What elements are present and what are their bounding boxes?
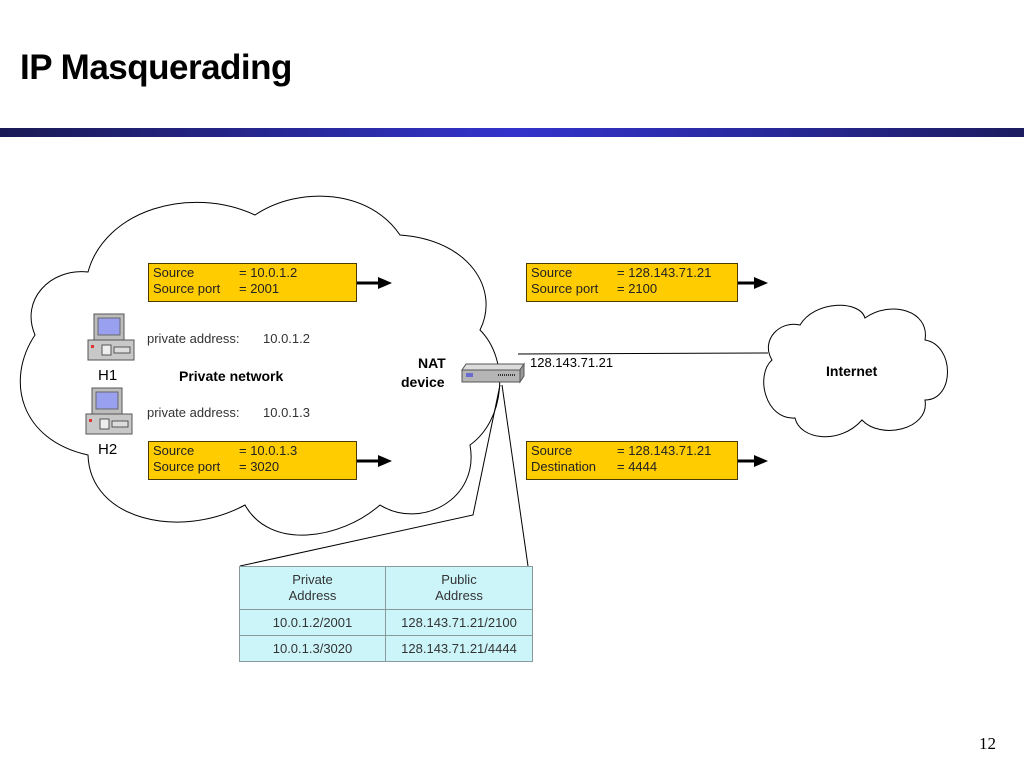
header-text: Private [292, 572, 333, 587]
packet-field-key: Source [531, 443, 573, 458]
table-header-public: Public Address [385, 566, 533, 610]
packet-h1-translated: Source = 128.143.71.21 Source port = 2100 [526, 263, 738, 302]
public-link-line [517, 352, 769, 355]
packet-field-value: = 4444 [617, 459, 658, 474]
h1-address-value: 10.0.1.2 [263, 331, 310, 346]
packet-field-value: = 10.0.1.3 [239, 443, 298, 458]
nat-table-callout-right [501, 384, 529, 567]
table-cell: 128.143.71.21/4444 [385, 635, 533, 662]
header-text: Address [435, 588, 483, 603]
internet-cloud [763, 304, 948, 438]
packet-field-value: = 3020 [239, 459, 280, 474]
desktop-computer-icon [87, 313, 135, 361]
h2-address-label: private address: [147, 405, 240, 420]
table-cell: 128.143.71.21/2100 [385, 609, 533, 636]
private-network-label: Private network [179, 368, 284, 384]
packet-field-key: Source [153, 265, 195, 280]
arrow-right-icon [357, 455, 392, 467]
desktop-computer-icon [85, 387, 133, 435]
table-header-row: Private Address Public Address [239, 566, 533, 610]
arrow-right-icon [738, 455, 768, 467]
slide-title: IP Masquerading [20, 48, 292, 87]
internet-label: Internet [826, 363, 878, 379]
packet-h2-translated: Source = 128.143.71.21 Destination = 4444 [526, 441, 738, 480]
page-number: 12 [979, 734, 996, 753]
network-router-icon [461, 362, 525, 384]
table-header-private: Private Address [239, 566, 386, 610]
table-cell: 10.0.1.3/3020 [239, 635, 386, 662]
h1-name: H1 [98, 367, 118, 384]
packet-field-key: Source [531, 265, 573, 280]
h2-address-value: 10.0.1.3 [263, 405, 310, 420]
title-divider [0, 128, 1024, 137]
packet-field-value: = 128.143.71.21 [617, 443, 712, 458]
header-text: Address [288, 588, 337, 603]
packet-field-value: = 128.143.71.21 [617, 265, 712, 280]
nat-label-line1: NAT [418, 355, 446, 371]
h2-name: H2 [98, 441, 118, 458]
packet-h2-outgoing: Source = 10.0.1.3 Source port = 3020 [148, 441, 357, 480]
table-cell: 10.0.1.2/2001 [239, 609, 386, 636]
header-text: Public [441, 572, 477, 587]
packet-field-key: Destination [531, 459, 597, 474]
arrow-right-icon [357, 277, 392, 289]
packet-field-key: Source port [153, 459, 221, 474]
h1-address-label: private address: [147, 331, 240, 346]
packet-field-value: = 2001 [239, 281, 280, 296]
table-row: 10.0.1.2/2001 128.143.71.21/2100 [239, 609, 533, 636]
nat-translation-table: Private Address Public Address 10.0.1.2/… [239, 566, 533, 662]
arrow-right-icon [738, 277, 768, 289]
nat-table-callout-left [239, 384, 501, 567]
packet-field-value: = 2100 [617, 281, 658, 296]
nat-public-ip: 128.143.71.21 [530, 355, 614, 370]
table-row: 10.0.1.3/3020 128.143.71.21/4444 [239, 635, 533, 662]
packet-field-value: = 10.0.1.2 [239, 265, 298, 280]
packet-field-key: Source [153, 443, 195, 458]
packet-field-key: Source port [153, 281, 221, 296]
packet-h1-outgoing: Source = 10.0.1.2 Source port = 2001 [148, 263, 357, 302]
nat-label-line2: device [401, 374, 445, 390]
packet-field-key: Source port [531, 281, 599, 296]
